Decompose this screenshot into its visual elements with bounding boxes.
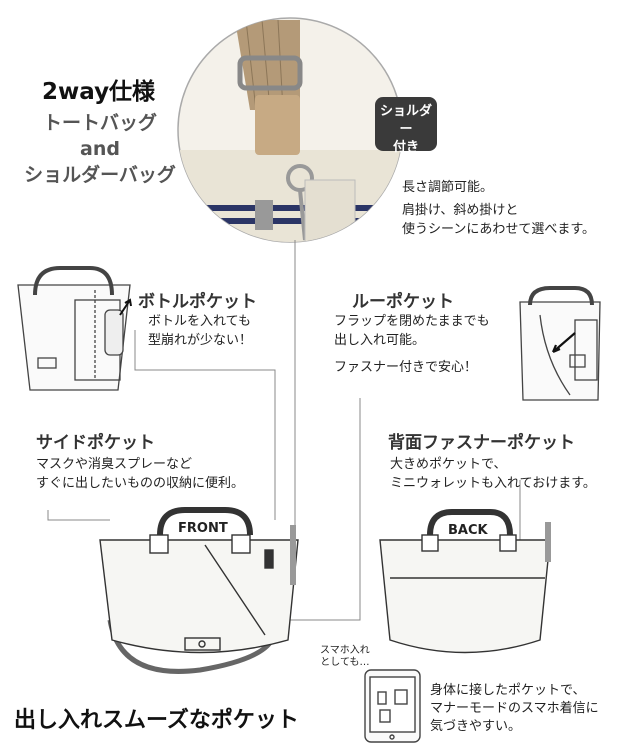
shoulder-desc3: 使うシーンにあわせて選べます。 bbox=[402, 222, 596, 237]
side-pocket-title: サイドポケット bbox=[36, 433, 155, 453]
shoulder-description: 長さ調節可能。 肩掛け、斜め掛けと 使うシーンにあわせて選べます。 bbox=[402, 178, 622, 239]
badge-line2: 付き bbox=[392, 140, 419, 155]
phone-desc1: 身体に接したポケットで、 bbox=[430, 683, 586, 698]
footer-title: 出し入れスムーズなポケット bbox=[14, 708, 299, 733]
phone-note2: としても… bbox=[320, 657, 370, 668]
back-pocket-description: 大きめポケットで、 ミニウォレットも入れておけます。 bbox=[390, 455, 596, 493]
bottle-description: ボトルを入れても 型崩れが少ない！ bbox=[148, 312, 252, 350]
loop-desc1: フラップを閉めたままでも bbox=[334, 314, 490, 329]
bottle-pocket-title: ボトルポケット bbox=[138, 292, 257, 312]
back-bag-icon bbox=[379, 509, 551, 654]
phone-note1: スマホ入れ bbox=[320, 645, 370, 656]
phone-icon bbox=[364, 669, 421, 743]
phone-desc3: 気づきやすい。 bbox=[430, 719, 522, 734]
header-sub2: and bbox=[80, 138, 120, 160]
back-desc2: ミニウォレットも入れておけます。 bbox=[390, 476, 596, 491]
shoulder-desc1: 長さ調節可能。 bbox=[402, 180, 494, 195]
shoulder-badge: ショルダー 付き bbox=[375, 97, 437, 155]
back-label: BACK bbox=[448, 523, 488, 538]
loop-pocket-title: ルーポケット bbox=[352, 292, 454, 312]
header-sub3: ショルダーバッグ bbox=[24, 164, 176, 186]
shoulder-desc2: 肩掛け、斜め掛けと bbox=[402, 203, 519, 218]
loop-description: フラップを閉めたままでも 出し入れ可能。 ファスナー付きで安心！ bbox=[334, 312, 490, 377]
header-title: 2way仕様 bbox=[42, 79, 156, 105]
badge-line1: ショルダー bbox=[379, 104, 432, 137]
phone-note: スマホ入れ としても… bbox=[320, 645, 370, 669]
header-subtitle: トートバッグ and ショルダーバッグ bbox=[10, 110, 190, 188]
header-sub1: トートバッグ bbox=[42, 112, 157, 134]
side-description: マスクや消臭スプレーなど すぐに出したいものの収納に便利。 bbox=[36, 455, 244, 493]
phone-desc2: マナーモードのスマホ着信に bbox=[430, 701, 599, 716]
bottle-pocket-bag-icon bbox=[17, 266, 131, 391]
strap-closeup-icon bbox=[177, 17, 403, 243]
side-desc2: すぐに出したいものの収納に便利。 bbox=[36, 476, 245, 491]
back-pocket-title: 背面ファスナーポケット bbox=[388, 433, 575, 453]
side-desc1: マスクや消臭スプレーなど bbox=[36, 457, 193, 472]
loop-desc3: ファスナー付きで安心！ bbox=[334, 360, 478, 375]
front-label: FRONT bbox=[178, 521, 228, 536]
back-desc1: 大きめポケットで、 bbox=[390, 457, 507, 472]
bottle-desc2: 型崩れが少ない！ bbox=[148, 333, 253, 348]
bottle-desc1: ボトルを入れても bbox=[148, 314, 251, 329]
front-bag-icon bbox=[99, 507, 299, 674]
loop-desc2: 出し入れ可能。 bbox=[334, 333, 426, 348]
loop-pocket-bag-icon bbox=[519, 286, 601, 401]
phone-description: 身体に接したポケットで、 マナーモードのスマホ着信に 気づきやすい。 bbox=[430, 682, 599, 736]
leader-lines bbox=[47, 240, 521, 621]
